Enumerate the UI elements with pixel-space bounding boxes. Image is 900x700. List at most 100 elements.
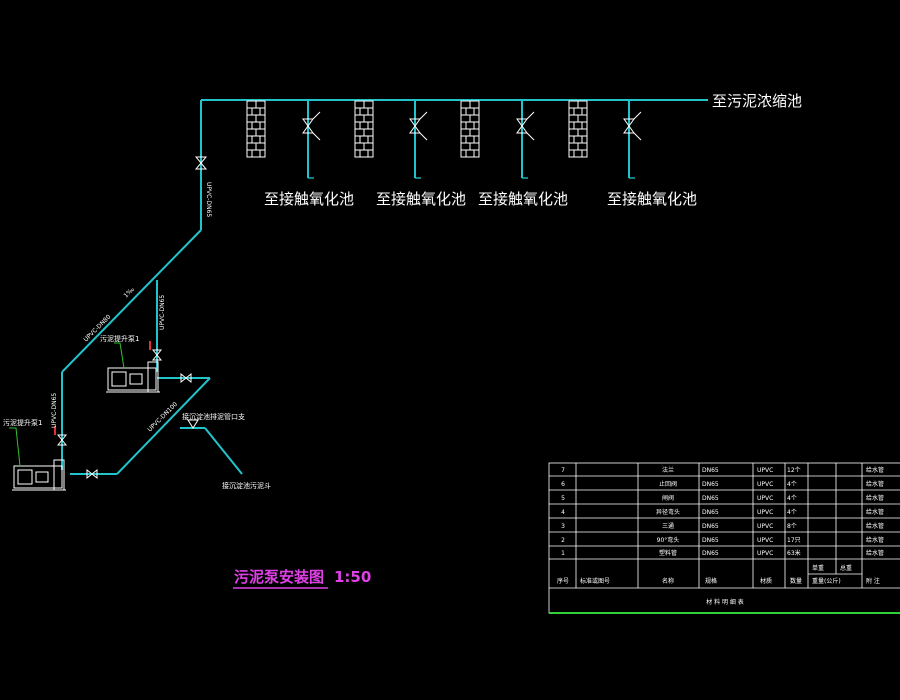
svg-text:给水管: 给水管: [866, 480, 884, 488]
svg-text:异径弯头: 异径弯头: [656, 508, 680, 516]
lower-valves: [54, 341, 199, 480]
svg-text:DN65: DN65: [702, 509, 719, 516]
svg-text:4: 4: [561, 509, 565, 516]
table-row: 4 异径弯头 DN65 UPVC 4个 给水管: [561, 508, 884, 516]
svg-text:数量: 数量: [790, 577, 802, 585]
svg-text:给水管: 给水管: [866, 508, 884, 516]
branch-valves: [194, 111, 642, 170]
svg-text:材质: 材质: [760, 577, 772, 585]
table-footer: 材 料 明 细 表: [706, 598, 744, 606]
svg-text:4个: 4个: [787, 481, 797, 488]
svg-text:序号: 序号: [557, 577, 569, 585]
svg-text:5: 5: [561, 495, 565, 502]
pump-2: [12, 459, 66, 491]
gate-valve-icon: [302, 111, 321, 141]
svg-text:UPVC: UPVC: [757, 467, 773, 474]
discharge-pipes: [61, 229, 243, 475]
gate-valve-icon: [151, 349, 163, 361]
svg-text:DN65: DN65: [702, 550, 719, 557]
gate-valve-icon: [623, 111, 642, 141]
svg-text:三通: 三通: [662, 522, 674, 530]
svg-text:给水管: 给水管: [866, 494, 884, 502]
gate-valve-icon: [187, 419, 199, 429]
suction-diagonal: [116, 377, 211, 475]
label-pump-1: 污泥提升泵1: [100, 334, 139, 343]
svg-text:UPVC: UPVC: [757, 495, 773, 502]
gate-valve-icon: [86, 468, 98, 480]
table-header: 序号 标准或图号 名称 规格 材质 数量 单重 总重 重量(公斤) 附 注: [557, 564, 880, 585]
svg-text:UPVC: UPVC: [757, 537, 773, 544]
svg-text:DN65: DN65: [702, 523, 719, 530]
drawing-title-scale: 1:50: [334, 568, 371, 586]
svg-text:塑料管: 塑料管: [659, 549, 677, 557]
gate-valve-icon: [56, 434, 68, 446]
brick-wall-4: [568, 100, 588, 158]
svg-text:名称: 名称: [662, 577, 674, 585]
svg-text:UPVC: UPVC: [757, 523, 773, 530]
table-row: 2 90°弯头 DN65 UPVC 17只 给水管: [561, 536, 884, 544]
svg-text:DN65: DN65: [702, 495, 719, 502]
table-row: 7 法兰 DN65 UPVC 12个 给水管: [561, 466, 884, 474]
table-row: 6 止回阀 DN65 UPVC 4个 给水管: [561, 480, 884, 488]
brick-wall-2: [354, 100, 374, 158]
svg-text:给水管: 给水管: [866, 522, 884, 530]
svg-text:给水管: 给水管: [866, 466, 884, 474]
label-pipe-dn65-top: UPVC-DN65: [205, 182, 212, 217]
table-row: 5 闸阀 DN65 UPVC 4个 给水管: [561, 494, 884, 502]
svg-text:1: 1: [561, 550, 565, 557]
label-to-contact-tank-3: 至接触氧化池: [478, 190, 568, 208]
svg-text:90°弯头: 90°弯头: [657, 536, 680, 544]
svg-text:UPVC: UPVC: [757, 550, 773, 557]
label-hopper-note: 接沉淀池排泥管口支: [182, 412, 245, 421]
svg-text:DN65: DN65: [702, 537, 719, 544]
pump-2-leader: [9, 427, 21, 467]
svg-text:4个: 4个: [787, 495, 797, 502]
svg-text:止回阀: 止回阀: [659, 480, 677, 488]
svg-text:8个: 8个: [787, 523, 797, 530]
label-to-contact-tank-2: 至接触氧化池: [376, 190, 466, 208]
svg-text:17只: 17只: [787, 537, 801, 544]
svg-text:DN65: DN65: [702, 481, 719, 488]
svg-text:4个: 4个: [787, 509, 797, 516]
pump-1: [106, 361, 160, 393]
brick-wall-3: [460, 100, 480, 158]
gate-valve-icon: [180, 372, 192, 384]
drawing-title: 污泥泵安装图 1:50: [233, 568, 371, 589]
hopper-diagonal: [204, 427, 243, 475]
gate-valve-icon: [516, 111, 535, 141]
svg-text:2: 2: [561, 537, 565, 544]
label-to-contact-tank-1: 至接触氧化池: [264, 190, 354, 208]
table-row: 3 三通 DN65 UPVC 8个 给水管: [561, 522, 884, 530]
svg-text:闸阀: 闸阀: [662, 494, 674, 502]
svg-text:给水管: 给水管: [866, 536, 884, 544]
svg-text:附 注: 附 注: [866, 577, 880, 585]
svg-text:UPVC: UPVC: [757, 481, 773, 488]
pump-1-leader: [114, 342, 125, 369]
svg-text:7: 7: [561, 467, 565, 474]
table-border: [548, 462, 900, 614]
gate-valve-icon: [409, 111, 428, 141]
svg-text:规格: 规格: [705, 577, 717, 585]
svg-text:总重: 总重: [840, 564, 852, 572]
svg-text:63米: 63米: [787, 549, 801, 557]
label-pipe-dn65-mid: UPVC-DN65: [159, 295, 166, 330]
svg-text:单重: 单重: [812, 564, 824, 572]
table-row: 1 塑料管 DN65 UPVC 63米 给水管: [561, 549, 884, 557]
discharge-diagonal: [61, 229, 202, 373]
material-table: 7 法兰 DN65 UPVC 12个 给水管 6 止回阀 DN65 UPVC 4…: [548, 462, 900, 614]
svg-text:法兰: 法兰: [662, 466, 674, 474]
brick-wall-1: [246, 100, 266, 158]
label-pipe-dn100: UPVC-DN100: [146, 401, 179, 434]
drawing-title-name: 污泥泵安装图: [234, 568, 324, 586]
svg-text:DN65: DN65: [702, 467, 719, 474]
label-sludge-hopper: 接沉淀池污泥斗: [222, 481, 271, 490]
svg-text:重量(公斤): 重量(公斤): [812, 577, 841, 585]
brick-walls: [246, 100, 588, 158]
label-pump-2: 污泥提升泵1: [3, 418, 42, 427]
label-to-thickener: 至污泥浓缩池: [712, 92, 802, 110]
svg-text:给水管: 给水管: [866, 549, 884, 557]
svg-text:UPVC: UPVC: [757, 509, 773, 516]
gate-valve-icon: [194, 156, 208, 170]
header-pipe-group: [200, 99, 708, 230]
